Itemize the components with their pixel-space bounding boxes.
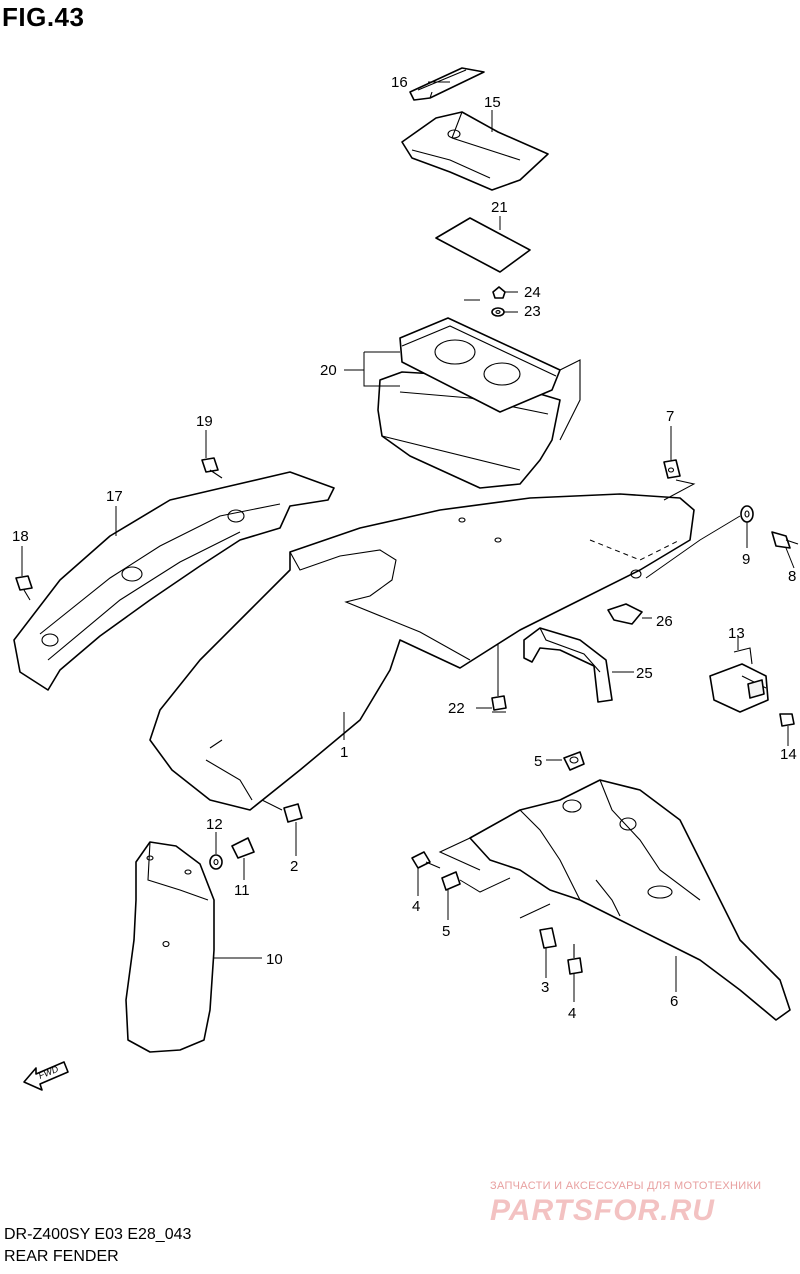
callout-25: 25: [636, 665, 653, 682]
part-2-bolt: [283, 803, 303, 823]
callout-4-left: 4: [412, 898, 420, 915]
callout-14: 14: [780, 746, 797, 763]
part-7-clip-nut: [663, 459, 681, 479]
part-4-bolt-left: [411, 851, 441, 869]
callout-18: 18: [12, 528, 29, 545]
part-17-side-guard: [13, 471, 335, 691]
part-15-tool-bag: [401, 111, 549, 191]
callout-6: 6: [670, 993, 678, 1010]
callout-5-lower: 5: [442, 923, 450, 940]
callout-numbers: 16 15 21 24 23 20 7 19 17 18 9 8 26 13 2…: [12, 74, 797, 1022]
callout-2: 2: [290, 858, 298, 875]
section-name: REAR FENDER: [4, 1248, 119, 1265]
callout-24: 24: [524, 284, 541, 301]
part-22-bolt: [491, 690, 507, 713]
callout-17: 17: [106, 488, 123, 505]
callout-23: 23: [524, 303, 541, 320]
part-5-collar-upper: [563, 751, 585, 771]
part-3-clip-nut: [539, 927, 557, 949]
callout-8: 8: [788, 568, 796, 585]
callout-21: 21: [491, 199, 508, 216]
part-1-rear-fender: [149, 493, 695, 811]
callout-16: 16: [391, 74, 408, 91]
callout-15: 15: [484, 94, 501, 111]
part-8-bolt: [771, 531, 799, 549]
watermark-logo: PARTSFOR.RU: [490, 1194, 715, 1227]
callout-7: 7: [666, 408, 674, 425]
part-4-bolt-lower: [567, 944, 583, 975]
part-16-strap: [409, 67, 485, 101]
callout-12: 12: [206, 816, 223, 833]
callout-20: 20: [320, 362, 337, 379]
part-20-battery-case: [377, 299, 581, 489]
model-code: DR-Z400SY E03 E28_043: [4, 1226, 192, 1243]
callout-11: 11: [234, 882, 250, 899]
callout-4-lower: 4: [568, 1005, 576, 1022]
callout-13: 13: [728, 625, 745, 642]
callout-26: 26: [656, 613, 673, 630]
callout-9: 9: [742, 551, 750, 568]
part-14-screw: [779, 713, 795, 727]
part-23-washer: [491, 307, 505, 317]
part-11-bolt: [231, 837, 255, 859]
callout-10: 10: [266, 951, 283, 968]
part-21-pad: [435, 217, 531, 273]
callout-1: 1: [340, 744, 348, 761]
figure-title: FIG.43: [2, 2, 85, 32]
part-10-mud-flap: [125, 841, 215, 1053]
part-18-bolt: [15, 575, 33, 601]
part-9-washer: [740, 505, 754, 523]
part-19-bolt: [201, 457, 223, 479]
watermark-tagline: ЗАПЧАСТИ И АКСЕССУАРЫ ДЛЯ МОТОТЕХНИКИ: [490, 1180, 762, 1192]
part-5-collar-lower: [441, 871, 461, 891]
part-6-fender-lower: [438, 779, 791, 1021]
callout-3: 3: [541, 979, 549, 996]
part-26-block: [607, 603, 643, 625]
callout-19: 19: [196, 413, 213, 430]
part-13-relay: [709, 647, 769, 713]
callout-5-upper: 5: [534, 753, 542, 770]
forward-arrow: FWD: [23, 1061, 69, 1091]
leader-lines: [21, 81, 795, 1002]
part-24-nut: [492, 286, 506, 299]
part-25-handle: [523, 627, 613, 703]
callout-22: 22: [448, 700, 465, 717]
part-12-washer: [209, 854, 223, 870]
